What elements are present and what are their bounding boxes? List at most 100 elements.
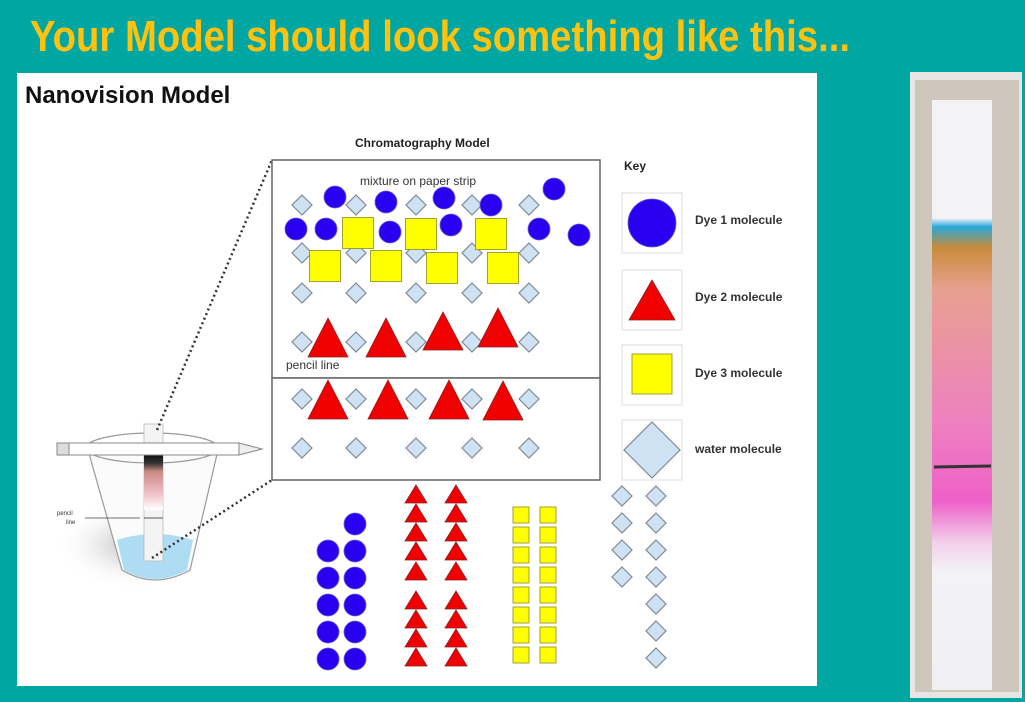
dye3-molecule bbox=[405, 218, 437, 250]
dye1-molecule bbox=[343, 566, 367, 590]
dye2-molecule bbox=[444, 503, 468, 523]
dye2-molecule bbox=[365, 317, 407, 358]
dye3-molecule bbox=[512, 606, 530, 624]
diagram-title: Chromatography Model bbox=[355, 136, 490, 150]
water-molecule bbox=[291, 282, 313, 304]
dye3-molecule bbox=[539, 586, 557, 604]
dye3-molecule bbox=[539, 646, 557, 664]
dye2-molecule bbox=[628, 279, 676, 321]
dye2-molecule bbox=[404, 647, 428, 667]
molecules-layer bbox=[284, 177, 667, 671]
dye2-molecule bbox=[444, 522, 468, 542]
water-molecule bbox=[291, 242, 313, 264]
water-molecule bbox=[645, 566, 667, 588]
dye3-molecule bbox=[539, 506, 557, 524]
dye1-molecule bbox=[343, 647, 367, 671]
water-molecule bbox=[611, 485, 633, 507]
dye1-molecule bbox=[567, 223, 591, 247]
dye1-molecule bbox=[432, 186, 456, 210]
water-molecule bbox=[623, 421, 681, 479]
water-molecule bbox=[345, 388, 367, 410]
dye1-molecule bbox=[316, 566, 340, 590]
dye2-molecule bbox=[367, 379, 409, 420]
dye3-molecule bbox=[370, 250, 402, 282]
dye1-molecule bbox=[323, 185, 347, 209]
beaker-label-pencil: pencil bbox=[57, 511, 73, 517]
water-molecule bbox=[518, 388, 540, 410]
pencil-line-label: pencil line bbox=[286, 358, 340, 372]
dye1-molecule bbox=[284, 217, 308, 241]
dye2-molecule bbox=[404, 609, 428, 629]
dye3-molecule bbox=[475, 218, 507, 250]
dye2-molecule bbox=[444, 590, 468, 610]
dye3-molecule bbox=[512, 626, 530, 644]
water-molecule bbox=[518, 331, 540, 353]
dye3-molecule bbox=[512, 526, 530, 544]
dye1-molecule bbox=[343, 593, 367, 617]
dye3-molecule bbox=[512, 566, 530, 584]
dye2-molecule bbox=[477, 307, 519, 348]
water-molecule bbox=[405, 194, 427, 216]
water-molecule bbox=[405, 282, 427, 304]
key-label-water: water molecule bbox=[694, 442, 782, 456]
water-molecule bbox=[405, 388, 427, 410]
water-molecule bbox=[645, 485, 667, 507]
dye2-molecule bbox=[404, 522, 428, 542]
water-molecule bbox=[461, 194, 483, 216]
dye2-molecule bbox=[307, 317, 349, 358]
dye1-molecule bbox=[439, 213, 463, 237]
beaker-illustration: pencil line bbox=[55, 423, 264, 590]
water-molecule bbox=[611, 512, 633, 534]
zoom-line-bottom bbox=[151, 478, 273, 560]
chromatography-photo bbox=[910, 72, 1022, 698]
dye3-molecule bbox=[487, 252, 519, 284]
water-molecule bbox=[345, 282, 367, 304]
dye2-molecule bbox=[428, 379, 470, 420]
water-molecule bbox=[611, 566, 633, 588]
water-molecule bbox=[461, 388, 483, 410]
dye1-molecule bbox=[343, 512, 367, 536]
dye3-molecule bbox=[512, 586, 530, 604]
dye2-molecule bbox=[444, 541, 468, 561]
dye1-molecule bbox=[378, 220, 402, 244]
dye3-molecule bbox=[309, 250, 341, 282]
photo-paper-strip bbox=[932, 100, 992, 690]
dye3-molecule bbox=[539, 626, 557, 644]
water-molecule bbox=[345, 437, 367, 459]
water-molecule bbox=[405, 437, 427, 459]
water-molecule bbox=[645, 620, 667, 642]
dye3-molecule bbox=[539, 606, 557, 624]
water-molecule bbox=[291, 331, 313, 353]
dye1-molecule bbox=[316, 647, 340, 671]
dye2-molecule bbox=[307, 379, 349, 420]
key-label-dye2: Dye 2 molecule bbox=[695, 290, 783, 304]
dye1-molecule bbox=[374, 190, 398, 214]
water-molecule bbox=[611, 539, 633, 561]
dye2-molecule bbox=[444, 561, 468, 581]
dye2-molecule bbox=[404, 561, 428, 581]
dye2-molecule bbox=[444, 484, 468, 504]
dye2-molecule bbox=[444, 647, 468, 667]
water-molecule bbox=[461, 331, 483, 353]
dye2-molecule bbox=[444, 628, 468, 648]
dye1-molecule bbox=[479, 193, 503, 217]
dye3-molecule bbox=[512, 646, 530, 664]
water-molecule bbox=[518, 437, 540, 459]
water-molecule bbox=[645, 512, 667, 534]
dye3-molecule bbox=[631, 353, 673, 395]
water-molecule bbox=[645, 593, 667, 615]
dye2-molecule bbox=[422, 311, 464, 351]
beaker-label-line: line bbox=[66, 520, 76, 526]
dye2-molecule bbox=[404, 590, 428, 610]
dye1-molecule bbox=[343, 620, 367, 644]
dye3-molecule bbox=[342, 217, 374, 249]
dye1-molecule bbox=[316, 593, 340, 617]
slide-title: Your Model should look something like th… bbox=[30, 12, 850, 61]
dye3-molecule bbox=[512, 546, 530, 564]
water-molecule bbox=[345, 194, 367, 216]
zoom-line-top bbox=[155, 159, 274, 431]
dye2-molecule bbox=[482, 380, 524, 421]
water-molecule bbox=[461, 437, 483, 459]
key-label-dye1: Dye 1 molecule bbox=[695, 213, 783, 227]
